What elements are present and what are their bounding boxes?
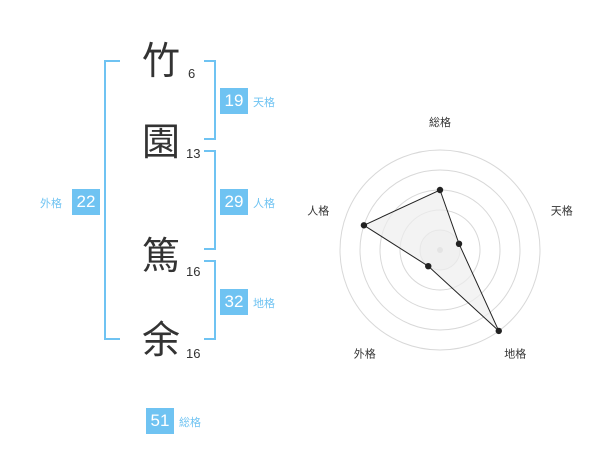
radar-point-3 [495,327,502,335]
tenkaku-label: 天格 [253,96,275,109]
name-char-3: 篤 [141,234,180,278]
stroke-count-4: 16 [186,346,201,361]
name-char-1: 竹 [141,39,180,83]
radar-axis-label-5: 人格 [307,203,329,217]
radar-axis-label-1: 総格 [429,115,451,129]
jinkaku-badge: 29 [220,189,248,215]
name-char-2: 園 [141,120,180,164]
jinkaku-bracket [204,150,216,250]
gaikaku-label: 外格 [40,197,62,210]
radar-axis-label-2: 天格 [551,203,573,217]
radar-axis-label-3: 地格 [504,347,526,361]
chikaku-bracket [204,260,216,340]
chikaku-label: 地格 [253,297,275,310]
gaikaku-badge: 22 [72,189,100,215]
stroke-count-1: 6 [188,66,196,81]
soukaku-badge: 51 [146,408,174,434]
radar-axis-label-4: 外格 [354,347,376,361]
radar-point-5 [360,222,368,229]
radar-point-1 [436,186,444,194]
radar-point-4 [425,262,432,270]
name-char-4: 余 [141,318,180,362]
stroke-count-2: 13 [186,146,201,161]
tenkaku-badge: 19 [220,88,248,114]
radar-ring-5 [339,149,541,351]
stroke-count-3: 16 [186,264,201,279]
jinkaku-label: 人格 [253,197,275,210]
soukaku-label: 総格 [179,416,201,429]
gaikaku-bracket [104,60,120,340]
radar-point-2 [455,240,463,248]
chikaku-badge: 32 [220,289,248,315]
radar-ring-4 [359,169,521,331]
tenkaku-bracket [204,60,216,140]
radar-value-polygon [362,189,500,332]
